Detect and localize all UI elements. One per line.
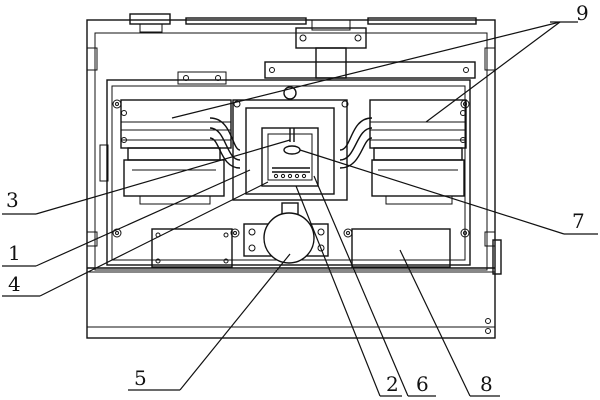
center-chamber	[232, 99, 348, 201]
callout-3: 3	[6, 188, 19, 212]
right-module	[339, 99, 467, 205]
callout-2: 2	[386, 372, 399, 396]
callout-8: 8	[480, 372, 493, 396]
callout-6: 6	[416, 372, 429, 396]
callout-1: 1	[8, 241, 21, 265]
leader-lines	[2, 21, 598, 397]
housing	[86, 13, 502, 339]
callout-9: 9	[576, 1, 589, 25]
heater-element-dots	[273, 173, 307, 179]
callout-5: 5	[134, 366, 147, 390]
left-box	[151, 228, 233, 268]
left-module	[120, 99, 241, 205]
callout-7: 7	[572, 209, 585, 233]
motor-5	[243, 202, 329, 264]
callout-labels: 9 3 1 4 5 2 6 8 7	[6, 1, 589, 396]
right-box-8	[351, 228, 451, 268]
callout-4: 4	[8, 272, 21, 296]
